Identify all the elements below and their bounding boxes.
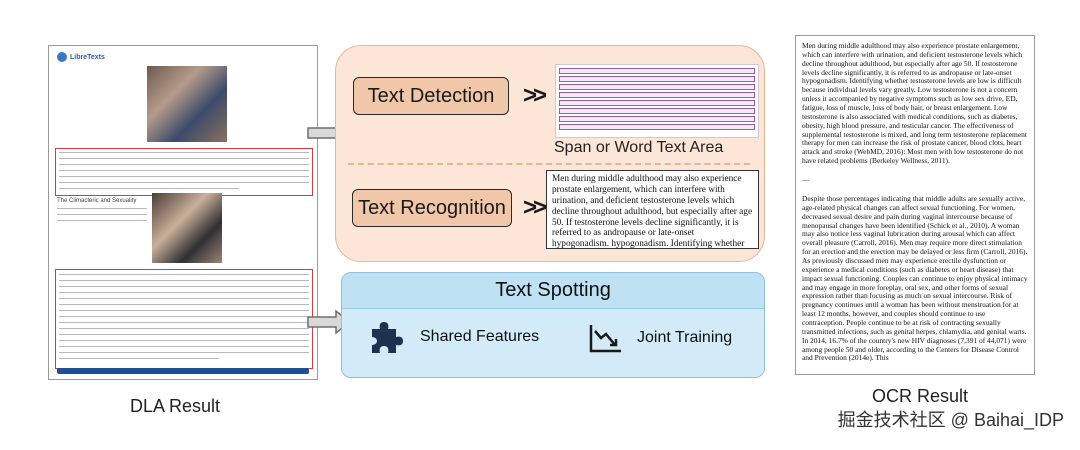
ocr-separator: —: [802, 175, 810, 185]
text-line: [57, 220, 147, 222]
text-recognition-stage: Text Recognition: [352, 189, 512, 227]
dla-result-label: DLA Result: [130, 396, 221, 416]
ocr-paragraph-1: Men during middle adulthood may also exp…: [802, 41, 1027, 166]
text-line: [59, 280, 309, 282]
text-line: [59, 328, 309, 330]
text-line: [59, 322, 309, 324]
word-box-line: [559, 92, 755, 98]
text-line: [59, 182, 309, 184]
logo-mark-icon: [57, 52, 67, 62]
text-line: [57, 208, 147, 210]
puzzle-piece-icon: [372, 322, 403, 353]
word-box-line: [559, 76, 755, 82]
text-line: [59, 274, 309, 276]
ocr-result-page: Men during middle adulthood may also exp…: [795, 35, 1035, 375]
text-line: [57, 214, 147, 216]
text-line: [59, 158, 309, 160]
detection-recognition-panel: Text Detection >> Span or Word Text Area…: [335, 45, 765, 262]
word-box-line: [559, 84, 755, 90]
ocr-paragraph-2: Despite those percentages indicating tha…: [802, 193, 1028, 363]
text-recognition-label: Text Recognition: [358, 196, 506, 219]
joint-training-label: Joint Training: [637, 329, 733, 346]
text-detection-label: Text Detection: [367, 84, 495, 107]
text-line: [59, 152, 309, 154]
span-word-area-caption: Span or Word Text Area: [554, 139, 724, 156]
joint-training-item: Joint Training: [589, 323, 732, 353]
document-section-heading: The Climacteric and Sexuality: [57, 198, 137, 204]
text-line: [59, 176, 309, 178]
double-chevron-right-icon: >>: [523, 82, 547, 109]
shared-features-label: Shared Features: [420, 328, 540, 345]
text-line: [59, 310, 309, 312]
word-text-area-preview: [555, 64, 759, 138]
word-box-line: [559, 68, 755, 74]
text-line: [59, 164, 309, 166]
word-box-line: [559, 116, 755, 122]
word-box-line: [559, 100, 755, 106]
text-line: [59, 304, 309, 306]
document-photo-group: [147, 66, 227, 142]
text-line: [59, 316, 309, 318]
libretexts-logo: LibreTexts: [57, 52, 105, 62]
text-line: [59, 188, 239, 190]
dla-document-page: LibreTexts The Climacteric and Sexuality: [48, 45, 318, 380]
ocr-result-label: OCR Result: [872, 386, 969, 406]
logo-text: LibreTexts: [70, 53, 105, 61]
text-line: [59, 352, 309, 354]
detected-text-block-2: [55, 269, 313, 369]
double-chevron-right-icon: >>: [523, 194, 547, 221]
text-spotting-title: Text Spotting: [495, 279, 611, 301]
watermark: 掘金技术社区 @ Baihai_IDP: [837, 410, 1064, 430]
recognized-text-box: Men during middle adulthood may also exp…: [546, 170, 759, 249]
text-line: [59, 292, 309, 294]
word-box-line: [559, 108, 755, 114]
text-spotting-panel: Text Spotting Shared Features Joint Trai…: [341, 272, 765, 378]
text-line: [59, 358, 219, 360]
document-photo-couple: [152, 193, 222, 263]
document-footer-bar: [57, 368, 309, 374]
text-line: [59, 346, 309, 348]
text-line: [59, 340, 309, 342]
text-spotting-header: Text Spotting: [342, 273, 764, 309]
dashed-separator: [348, 163, 750, 165]
text-detection-stage: Text Detection: [353, 77, 509, 115]
trend-down-chart-icon: [589, 325, 621, 353]
text-line: [59, 170, 309, 172]
word-box-line: [559, 124, 755, 130]
text-line: [59, 334, 309, 336]
shared-features-item: Shared Features: [366, 317, 539, 357]
text-line: [59, 298, 309, 300]
text-line: [59, 286, 309, 288]
